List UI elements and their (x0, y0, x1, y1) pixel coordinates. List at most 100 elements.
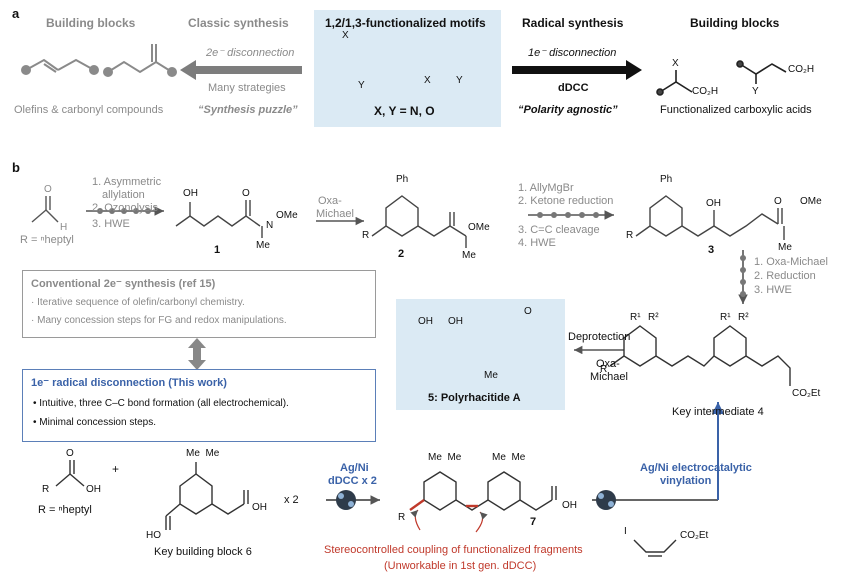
acid-o: O (66, 448, 74, 459)
polarity-agnostic: “Polarity agnostic” (518, 104, 618, 116)
synthesis-puzzle: “Synthesis puzzle” (198, 104, 298, 116)
aldehyde-o: O (44, 184, 52, 195)
building-block-6 (165, 462, 249, 530)
classic-synthesis-title: Classic synthesis (188, 16, 289, 30)
acid1-x: X (672, 58, 679, 69)
olefin-structure (21, 58, 99, 75)
oxa2-line1: Oxa- (596, 358, 620, 370)
cmpd2-ome: OMe (468, 222, 490, 233)
conv-item-2: · Many concession steps for FG and redox… (31, 315, 287, 326)
right-building-blocks-title: Building blocks (690, 16, 780, 30)
int4-r2b: R² (738, 312, 749, 323)
red-note-1: Stereocontrolled coupling of functionali… (324, 544, 583, 556)
compound-7-label: 7 (530, 516, 537, 528)
cmpd2-me: Me (462, 250, 476, 261)
int4-r2a: R² (648, 312, 659, 323)
compound-1-label: 1 (214, 244, 221, 256)
motif-title: 1,2/1,3-functionalized motifs (325, 16, 486, 30)
compound-3 (635, 195, 785, 240)
poly-oh-2: OH (448, 316, 463, 327)
cmpd2-r: R (362, 230, 370, 241)
poly-me: Me (484, 370, 498, 381)
cmpd3-o: O (774, 196, 782, 207)
acid1-co2h: CO₂H (692, 86, 719, 97)
oxa-line2: Michael (316, 208, 354, 220)
cmpd1-n: N (266, 220, 274, 231)
int4-r1b: R¹ (720, 312, 731, 323)
iodo-co2et: CO₂Et (680, 530, 709, 541)
aldehyde-h: H (60, 222, 68, 233)
step3-line4: 4. HWE (518, 237, 556, 249)
step4-line1: 1. Oxa-Michael (754, 256, 828, 268)
conv-item-1: · Iterative sequence of olefin/carbonyl … (31, 297, 245, 308)
agni-bot: dDCC x 2 (328, 475, 377, 487)
step1-line3: 2. Ozonolysis (92, 202, 159, 214)
acid-alpha (656, 70, 693, 96)
c7-me-me-1: Me Me (428, 452, 462, 463)
step3-line2: 2. Ketone reduction (518, 195, 614, 207)
kbb-caption: Key building block 6 (154, 546, 252, 558)
rad-item-2: • Minimal concession steps. (33, 417, 156, 428)
classic-arrow-bottom: Many strategies (208, 82, 286, 94)
acid2-y: Y (752, 86, 759, 97)
poly-oh-1: OH (418, 316, 433, 327)
rad-title: 1e⁻ radical disconnection (This work) (31, 377, 227, 389)
carbonyl-structure (103, 44, 177, 77)
step4-line2: 2. Reduction (754, 270, 816, 282)
acid-structure (55, 460, 85, 487)
cmpd1-o: O (242, 188, 250, 199)
oxa2-line2: Michael (590, 371, 628, 383)
cmpd1-me: Me (256, 240, 270, 251)
compound-7 (423, 471, 557, 511)
step3-line1: 1. AllyMgBr (518, 182, 574, 194)
cmpd3-ome: OMe (800, 196, 822, 207)
kbb-me-me: Me Me (186, 448, 220, 459)
motif13-x: X (424, 75, 431, 86)
step1-line4: 3. HWE (92, 218, 130, 230)
c7-me-me-2: Me Me (492, 452, 526, 463)
cmpd1-oh: OH (183, 188, 198, 199)
oxa-line1: Oxa- (318, 195, 342, 207)
poly-o: O (524, 306, 532, 317)
motif-box (314, 10, 501, 127)
int4-co2et: CO₂Et (792, 388, 821, 399)
vinyl-top: Ag/Ni electrocatalytic (640, 462, 752, 474)
cmpd3-oh: OH (706, 198, 721, 209)
cmpd3-me: Me (778, 242, 792, 253)
acid-r: R (42, 484, 50, 495)
radical-synthesis-title: Radical synthesis (522, 16, 624, 30)
red-note-2: (Unworkable in 1st gen. dDCC) (384, 560, 537, 572)
vinyl-bot: vinylation (660, 475, 712, 487)
motif13-y: Y (456, 75, 463, 86)
plus-sign: + (112, 462, 120, 476)
compound-1 (175, 200, 263, 238)
acid-r-def: R = ⁿheptyl (38, 504, 92, 516)
radical-arrow-top: 1e⁻ disconnection (528, 47, 617, 59)
radical-disconnection-box: 1e⁻ radical disconnection (This work) • … (22, 369, 376, 442)
left-caption: Olefins & carbonyl compounds (14, 104, 164, 116)
compound-2-label: 2 (398, 248, 405, 260)
aldehyde-structure (31, 196, 59, 223)
cmpd3-r: R (626, 230, 634, 241)
int4-r: R (600, 364, 608, 375)
acid-beta (736, 60, 787, 84)
acid2-co2h: CO₂H (788, 64, 815, 75)
int4-r1a: R¹ (630, 312, 641, 323)
cmpd2-ph: Ph (396, 174, 409, 185)
compound-2 (371, 195, 467, 248)
polyrhacitide-box (396, 299, 565, 410)
key-intermediate-label: Key intermediate 4 (672, 406, 764, 418)
step4-line3: 3. HWE (754, 284, 792, 296)
acid-oh: OH (86, 484, 101, 495)
motif-caption: X, Y = N, O (374, 104, 435, 118)
cmpd1-ome: OMe (276, 210, 298, 221)
panel-b-label: b (12, 160, 20, 175)
panel-a-label: a (12, 6, 20, 21)
radical-arrow (512, 60, 642, 80)
step3-line3: 3. C=C cleavage (518, 224, 600, 236)
compound-3-label: 3 (708, 244, 715, 256)
iodo-i: I (624, 526, 627, 537)
iodo-acrylate (633, 539, 677, 557)
r-def-top: R = ⁿheptyl (20, 234, 74, 246)
double-arrow (188, 338, 206, 370)
